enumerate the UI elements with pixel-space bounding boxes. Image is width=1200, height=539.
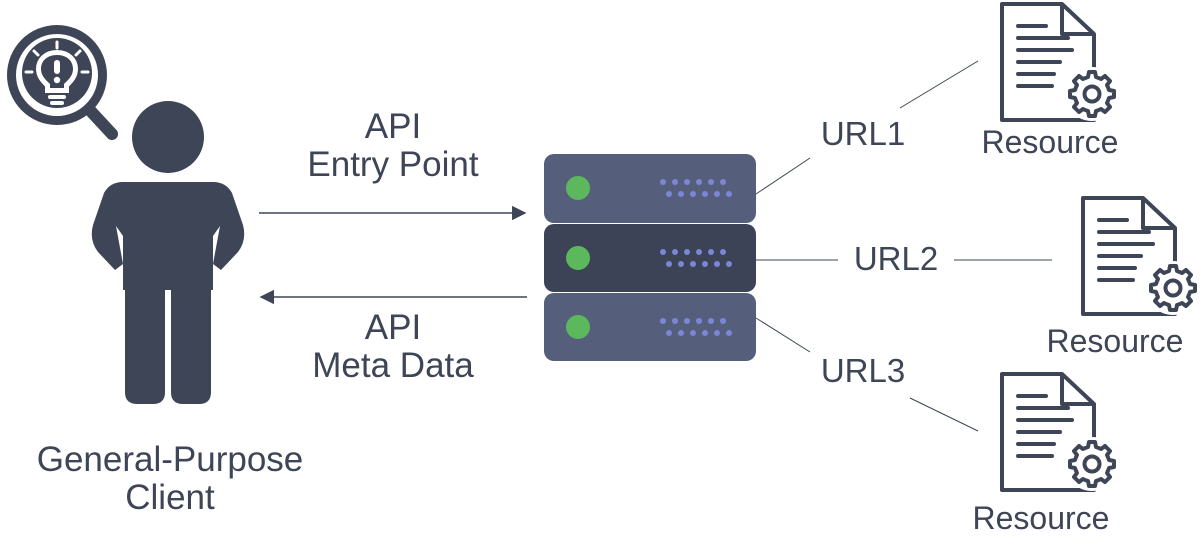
client-label-line2: Client xyxy=(125,477,215,517)
server-icon xyxy=(544,154,756,361)
request-label-line2: Entry Point xyxy=(307,144,479,184)
request-label-line1: API xyxy=(364,107,422,146)
request-label: API Entry Point xyxy=(268,108,518,184)
url-label-3: URL3 xyxy=(820,352,906,389)
resource-document-icon-3 xyxy=(1000,372,1119,492)
response-label: API Meta Data xyxy=(268,309,518,385)
response-label-line1: API xyxy=(364,308,422,347)
resource-label-3: Resource xyxy=(972,500,1110,536)
client-label: General-Purpose Client xyxy=(0,441,340,517)
client-label-line1: General-Purpose xyxy=(36,440,304,479)
resource-document-icon-1 xyxy=(1000,2,1119,122)
resource-label-2: Resource xyxy=(1046,323,1184,359)
url-label-1: URL1 xyxy=(820,115,906,152)
url-connectors xyxy=(755,60,1052,432)
user-icon xyxy=(91,101,245,404)
response-label-line2: Meta Data xyxy=(312,345,474,385)
resource-label-1: Resource xyxy=(981,124,1119,160)
url-label-2: URL2 xyxy=(853,240,939,277)
resource-document-icon-2 xyxy=(1081,196,1200,316)
idea-magnifier-icon xyxy=(7,25,118,140)
